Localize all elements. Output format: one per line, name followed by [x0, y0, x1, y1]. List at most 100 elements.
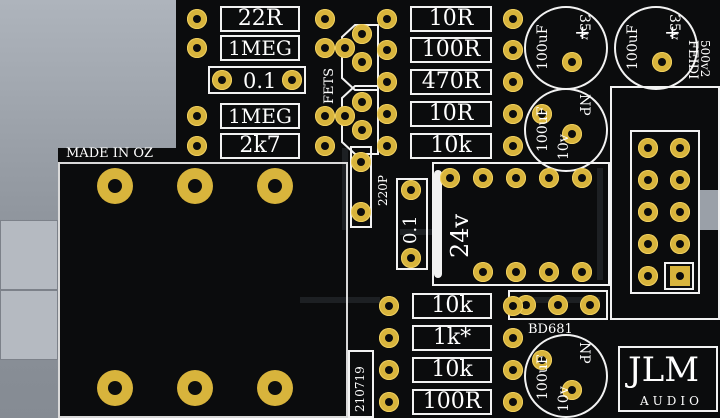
- pad: [377, 104, 397, 124]
- pad: [315, 9, 335, 29]
- feidi-label: FEIDI: [685, 40, 700, 80]
- pad: [562, 52, 582, 72]
- pad: [401, 180, 421, 200]
- pad: [670, 170, 690, 190]
- pad: [638, 266, 658, 286]
- resistor-r9: 10k: [410, 133, 492, 159]
- pad: [532, 350, 552, 370]
- pad: [548, 295, 568, 315]
- e4-voltage: 10v: [556, 386, 572, 412]
- made-in-label: MADE IN OZ: [66, 146, 154, 161]
- pad: [187, 136, 207, 156]
- cap-voltage: 24v: [446, 213, 474, 258]
- connector-outline: [610, 86, 720, 320]
- e3-voltage: 10v: [556, 134, 572, 160]
- pad: [562, 124, 582, 144]
- pad: [506, 262, 526, 282]
- pad: [440, 168, 460, 188]
- connector-tab-upper: [0, 220, 58, 290]
- pad: [503, 9, 523, 29]
- e4-type: NP: [576, 342, 592, 364]
- ic-outline: [432, 162, 610, 286]
- pad: [506, 168, 526, 188]
- pad: [572, 168, 592, 188]
- pad: [97, 370, 133, 406]
- pad: [638, 202, 658, 222]
- e2-voltage: 35v: [666, 14, 682, 40]
- pad: [503, 104, 523, 124]
- resistor-r7: 470R: [410, 69, 492, 95]
- pad: [473, 262, 493, 282]
- polarity-bar: [434, 170, 442, 278]
- film-cap-mid-value: 0.1: [400, 215, 421, 244]
- pad: [212, 70, 232, 90]
- pad: [352, 52, 372, 72]
- pad: [379, 360, 399, 380]
- pad: [177, 168, 213, 204]
- pad: [282, 70, 302, 90]
- pad: [503, 296, 523, 316]
- pad: [177, 370, 213, 406]
- pad: [539, 168, 559, 188]
- pad: [638, 170, 658, 190]
- pad: [503, 328, 523, 348]
- electrolytic-cap-e2: [614, 6, 698, 90]
- electrolytic-cap-e3: [524, 88, 608, 172]
- pad: [97, 168, 133, 204]
- e3-type: NP: [576, 94, 592, 116]
- resistor-r8: 10R: [410, 101, 492, 127]
- pad: [638, 234, 658, 254]
- fets-label: FETS: [322, 67, 337, 104]
- e1-value: 100uF: [535, 24, 551, 70]
- pad: [187, 9, 207, 29]
- logo-box: [618, 346, 718, 412]
- pad: [670, 234, 690, 254]
- pad: [532, 104, 552, 124]
- cap-220p-label: 220P: [376, 175, 390, 206]
- film-cap-value: 0.1: [243, 69, 277, 93]
- brand-sub: AUDIO: [640, 394, 703, 408]
- pad: [377, 40, 397, 60]
- pad: [670, 202, 690, 222]
- e2-value: 100uF: [625, 24, 641, 70]
- pad: [562, 380, 582, 400]
- resistor-r10: 10k: [412, 293, 492, 319]
- transformer-outline: [58, 162, 348, 418]
- header-outline: [630, 130, 700, 294]
- pad: [503, 136, 523, 156]
- pad: [351, 152, 371, 172]
- version-label: 500v2: [698, 40, 712, 78]
- date-label: 210719: [353, 366, 367, 412]
- plus-sign: +: [574, 20, 591, 44]
- pad: [315, 38, 335, 58]
- pad: [503, 72, 523, 92]
- pad: [377, 136, 397, 156]
- plus-sign: +: [664, 20, 681, 44]
- pad: [539, 262, 559, 282]
- pad: [257, 370, 293, 406]
- pad: [352, 92, 372, 112]
- resistor-r12: 10k: [412, 357, 492, 383]
- pad: [379, 392, 399, 412]
- pad: [401, 248, 421, 268]
- pad: [315, 106, 335, 126]
- pad: [335, 38, 355, 58]
- resistor-r6: 100R: [410, 37, 492, 63]
- pad: [638, 138, 658, 158]
- pad: [473, 168, 493, 188]
- brand-logo: JLM: [628, 350, 700, 390]
- pad: [352, 24, 372, 44]
- e3-value: 100uF: [535, 106, 551, 152]
- connector-tab-lower: [0, 290, 58, 360]
- pad: [503, 40, 523, 60]
- pad: [503, 392, 523, 412]
- e4-value: 100uF: [535, 354, 551, 400]
- pad-square: [670, 266, 690, 286]
- e1-voltage: 35v: [576, 14, 592, 40]
- resistor-r11: 1k*: [412, 325, 492, 351]
- pad: [503, 360, 523, 380]
- resistor-r3: 1MEG: [220, 103, 300, 129]
- pad: [351, 202, 371, 222]
- pad: [187, 106, 207, 126]
